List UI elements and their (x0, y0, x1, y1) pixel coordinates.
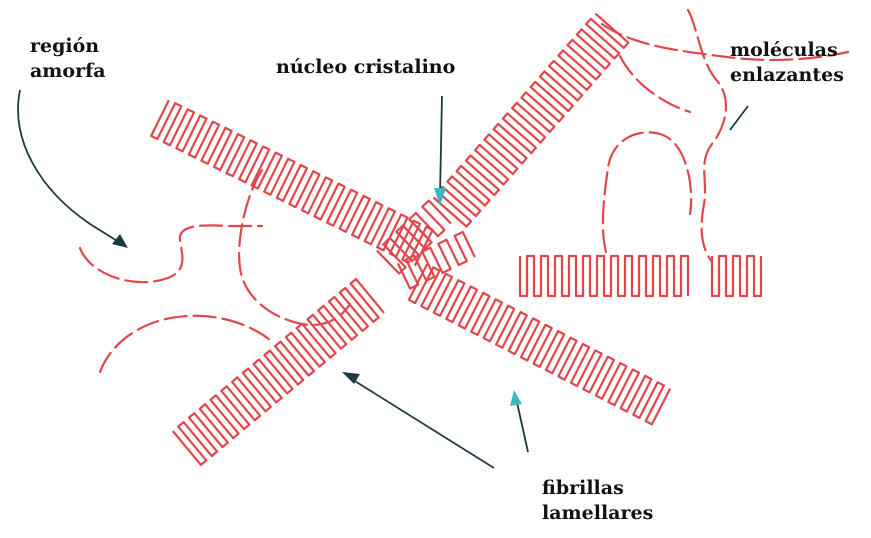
arrow-to-fibril-left (350, 378, 494, 468)
label-lamellar-fibrils: fibrillas lamellares (542, 476, 653, 526)
lamella-upper-left (151, 100, 432, 266)
label-fibrils-line1: fibrillas (542, 476, 653, 501)
lamella-upper-right (434, 14, 629, 227)
label-tie-line2: enlazantes (730, 63, 844, 88)
label-tie-line1: moléculas (730, 38, 844, 63)
arrowhead-fibril-right (510, 390, 522, 406)
label-core-text: núcleo cristalino (276, 55, 455, 80)
label-fibrils-line2: lamellares (542, 501, 653, 526)
arrowhead-amorphous (112, 234, 128, 248)
lamella-horizontal-far-right (712, 256, 761, 296)
label-amorphous-line1: región (30, 34, 106, 59)
amorphous-chain-lower-left (100, 316, 270, 372)
lamella-lower-left (173, 279, 384, 465)
lamellae-group (151, 14, 761, 465)
lamella-horizontal-right (520, 256, 688, 296)
arrow-to-amorphous (18, 90, 122, 244)
tie-molecule-curve (688, 10, 726, 262)
arrow-to-fibril-right (516, 398, 528, 452)
arrow-to-core (440, 96, 442, 196)
tie-molecule-small (620, 56, 690, 112)
label-amorphous-line2: amorfa (30, 59, 106, 84)
tie-molecule-loop (603, 132, 691, 252)
label-crystalline-core: núcleo cristalino (276, 55, 455, 80)
label-amorphous-region: región amorfa (30, 34, 106, 84)
tie-molecule-pointer (730, 106, 748, 130)
label-tie-molecules: moléculas enlazantes (730, 38, 844, 88)
